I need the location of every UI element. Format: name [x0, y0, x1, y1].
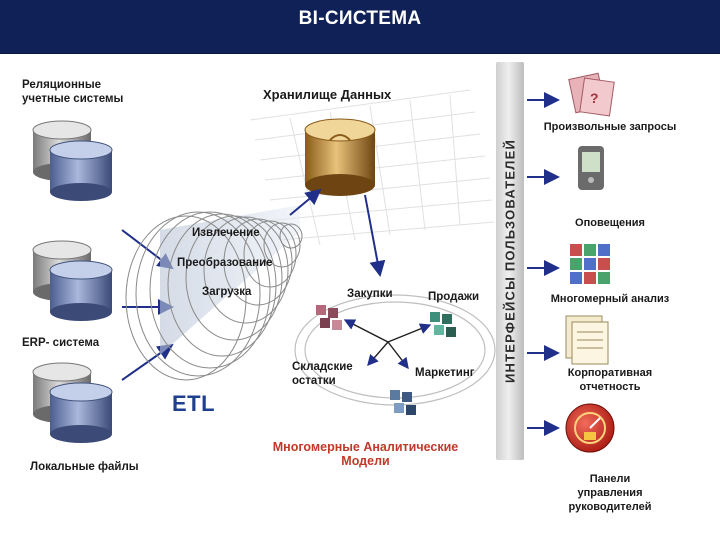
output-dashboards-label: Панели управления руководителей — [568, 473, 652, 513]
output-adhoc-label: Произвольные запросы — [543, 121, 677, 133]
corporate-report-icon — [565, 315, 609, 365]
adhoc-query-icon: ? — [568, 72, 615, 117]
model-stock-label: Складские остатки — [292, 361, 353, 387]
sales-cube-icon — [430, 312, 456, 337]
models-title: Многомерные Аналитические Модели — [272, 440, 459, 468]
data-warehouse-icon — [304, 118, 376, 196]
olap-cube-icon — [570, 244, 610, 284]
etl-transform-label: Преобразование — [177, 257, 273, 269]
relational-db-icon — [32, 120, 113, 201]
etl-funnel-icon — [125, 205, 303, 381]
etl-extract-label: Извлечение — [192, 227, 260, 239]
output-arrows — [527, 92, 560, 436]
erp-db-icon — [32, 240, 113, 321]
source-erp-label: ERP- система — [22, 337, 100, 349]
model-marketing-label: Маркетинг — [415, 367, 475, 379]
models-connector-arrows — [343, 319, 432, 370]
svg-text:?: ? — [590, 90, 599, 106]
output-reporting-label: Корпоративная отчетность — [567, 367, 653, 393]
etl-to-warehouse-arrow — [289, 188, 322, 216]
user-interfaces-band — [496, 62, 524, 460]
purchases-cube-icon — [316, 305, 342, 330]
output-olap-label: Многомерный анализ — [550, 293, 670, 305]
source-relational-label: Реляционные учетные системы — [22, 79, 124, 105]
source-local-files-label: Локальные файлы — [30, 461, 139, 473]
model-purchases-label: Закупки — [347, 288, 393, 300]
local-files-db-icon — [32, 362, 113, 443]
title-bar: BI-СИСТЕМА — [0, 0, 720, 54]
etl-label: ETL — [172, 391, 216, 416]
warehouse-label: Хранилище Данных — [263, 87, 392, 102]
user-interfaces-label: ИНТЕРФЕЙСЫ ПОЛЬЗОВАТЕЛЕЙ — [502, 138, 518, 384]
output-alerts-label: Оповещения — [575, 217, 645, 229]
model-sales-label: Продажи — [428, 291, 480, 303]
dashboard-gauge-icon — [565, 403, 615, 453]
marketing-cube-icon — [390, 390, 416, 415]
slide-title: BI-СИСТЕМА — [298, 8, 422, 29]
warehouse-to-models-arrow — [364, 194, 386, 277]
mobile-alert-icon — [578, 146, 604, 190]
etl-load-label: Загрузка — [202, 286, 252, 298]
